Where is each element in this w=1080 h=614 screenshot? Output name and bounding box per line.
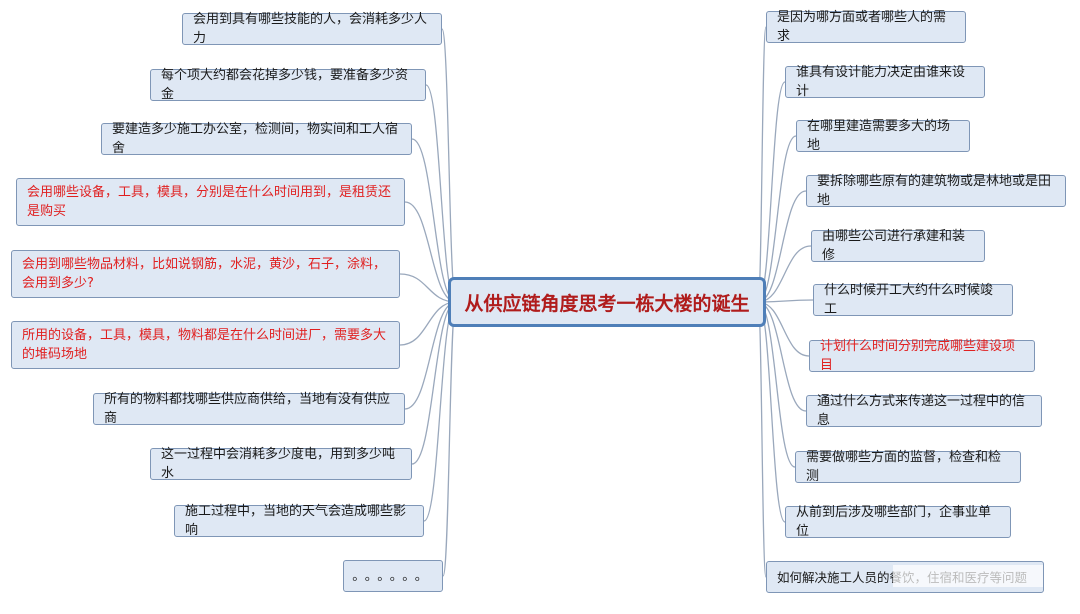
right-connector-0 [757, 26, 767, 303]
left-topic-more-ellipsis[interactable]: 。。。。。。 [343, 560, 443, 592]
central-topic[interactable]: 从供应链角度思考一栋大楼的诞生 [448, 277, 766, 327]
right-connector-10 [757, 301, 767, 578]
left-topic-delivery-storage[interactable]: 所用的设备，工具，模具，物料都是在什么时间进厂，需要多大的堆码场地 [11, 321, 400, 369]
right-topic-design[interactable]: 谁具有设计能力决定由谁来设计 [785, 65, 985, 99]
left-connector-8 [423, 301, 457, 522]
right-topic-schedule[interactable]: 什么时候开工大约什么时候竣工 [813, 283, 1013, 317]
left-topic-weather[interactable]: 施工过程中，当地的天气会造成哪些影响 [174, 504, 424, 538]
left-topic-equipment-timing[interactable]: 会用哪些设备，工具，模具，分别是在什么时间用到，是租赁还是购买 [16, 178, 405, 226]
left-topic-funding[interactable]: 每个项大约都会花掉多少钱，要准备多少资金 [150, 68, 426, 102]
right-topic-demolition[interactable]: 要拆除哪些原有的建筑物或是林地或是田地 [806, 174, 1066, 208]
left-topic-skills-labor[interactable]: 会用到具有哪些技能的人，会消耗多少人力 [182, 12, 442, 46]
right-topic-site-location[interactable]: 在哪里建造需要多大的场地 [796, 119, 970, 153]
right-topic-contractors[interactable]: 由哪些公司进行承建和装修 [811, 229, 985, 263]
right-topic-milestones[interactable]: 计划什么时间分别完成哪些建设项目 [809, 339, 1035, 373]
left-topic-materials[interactable]: 会用到哪些物品材料，比如说钢筋，水泥，黄沙，石子，涂料，会用到多少? [11, 250, 400, 298]
right-connector-2 [757, 135, 797, 303]
right-topic-supervision[interactable]: 需要做哪些方面的监督，检查和检测 [795, 450, 1021, 484]
watermark-overlay [893, 565, 1043, 587]
left-topic-suppliers[interactable]: 所有的物料都找哪些供应商供给，当地有没有供应商 [93, 392, 405, 426]
right-topic-demand[interactable]: 是因为哪方面或者哪些人的需求 [766, 10, 966, 44]
left-topic-site-facilities[interactable]: 要建造多少施工办公室，检测间，物实间和工人宿舍 [101, 122, 412, 156]
left-connector-9 [442, 301, 457, 577]
right-topic-departments[interactable]: 从前到后涉及哪些部门，企事业单位 [785, 505, 1011, 539]
left-topic-power-water[interactable]: 这一过程中会消耗多少度电，用到多少吨水 [150, 447, 412, 481]
right-topic-communication[interactable]: 通过什么方式来传递这一过程中的信息 [806, 394, 1042, 428]
left-connector-0 [441, 28, 457, 303]
